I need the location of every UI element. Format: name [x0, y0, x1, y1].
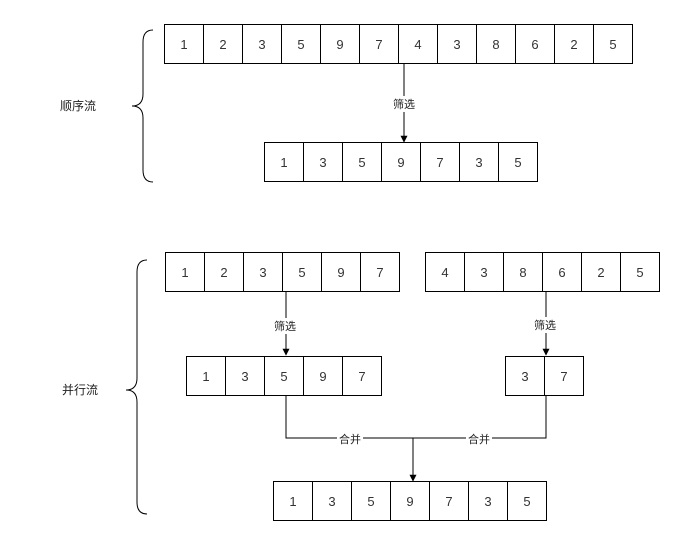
- array-cell: 9: [320, 24, 360, 64]
- right-merge-connector: [413, 396, 547, 439]
- array-cell: 1: [264, 142, 304, 182]
- array-cell: 7: [359, 24, 399, 64]
- array-cell: 6: [542, 252, 582, 292]
- array-cell: 7: [420, 142, 460, 182]
- array-cell: 5: [620, 252, 660, 292]
- array-cell: 4: [425, 252, 465, 292]
- array-cell: 3: [468, 481, 508, 521]
- array-cell: 3: [464, 252, 504, 292]
- array-cell: 5: [264, 356, 304, 396]
- array-cell: 2: [581, 252, 621, 292]
- array-cell: 5: [342, 142, 382, 182]
- array-cell: 7: [342, 356, 382, 396]
- left-merge-label: 合并: [337, 431, 363, 447]
- array-cell: 5: [282, 252, 322, 292]
- sequential-stream-label: 顺序流: [60, 99, 97, 113]
- array-cell: 3: [243, 252, 283, 292]
- array-cell: 1: [165, 252, 205, 292]
- array-cell: 5: [507, 481, 547, 521]
- array-cell: 5: [593, 24, 633, 64]
- parallel-brace: [125, 259, 148, 515]
- array-cell: 5: [498, 142, 538, 182]
- array-cell: 1: [164, 24, 204, 64]
- array-cell: 3: [303, 142, 343, 182]
- array-cell: 3: [312, 481, 352, 521]
- array-cell: 3: [437, 24, 477, 64]
- right-filter-label: 筛选: [532, 317, 558, 333]
- array-cell: 4: [398, 24, 438, 64]
- array-cell: 1: [273, 481, 313, 521]
- sequential-brace: [131, 29, 154, 183]
- array-cell: 6: [515, 24, 555, 64]
- array-cell: 5: [281, 24, 321, 64]
- left-merge-connector: [285, 396, 413, 439]
- array-cell: 9: [381, 142, 421, 182]
- array-cell: 8: [476, 24, 516, 64]
- array-cell: 7: [429, 481, 469, 521]
- array-cell: 9: [321, 252, 361, 292]
- left-filter-label: 筛选: [272, 318, 298, 334]
- array-cell: 5: [351, 481, 391, 521]
- sequential-filter-label: 筛选: [391, 96, 417, 112]
- array-cell: 3: [505, 356, 545, 396]
- array-cell: 3: [225, 356, 265, 396]
- array-cell: 2: [554, 24, 594, 64]
- array-cell: 7: [360, 252, 400, 292]
- array-cell: 7: [544, 356, 584, 396]
- array-cell: 9: [303, 356, 343, 396]
- array-cell: 9: [390, 481, 430, 521]
- right-merge-label: 合并: [466, 431, 492, 447]
- parallel-stream-label: 并行流: [62, 383, 99, 397]
- array-cell: 2: [204, 252, 244, 292]
- array-cell: 8: [503, 252, 543, 292]
- array-cell: 2: [203, 24, 243, 64]
- array-cell: 3: [242, 24, 282, 64]
- array-cell: 1: [186, 356, 226, 396]
- array-cell: 3: [459, 142, 499, 182]
